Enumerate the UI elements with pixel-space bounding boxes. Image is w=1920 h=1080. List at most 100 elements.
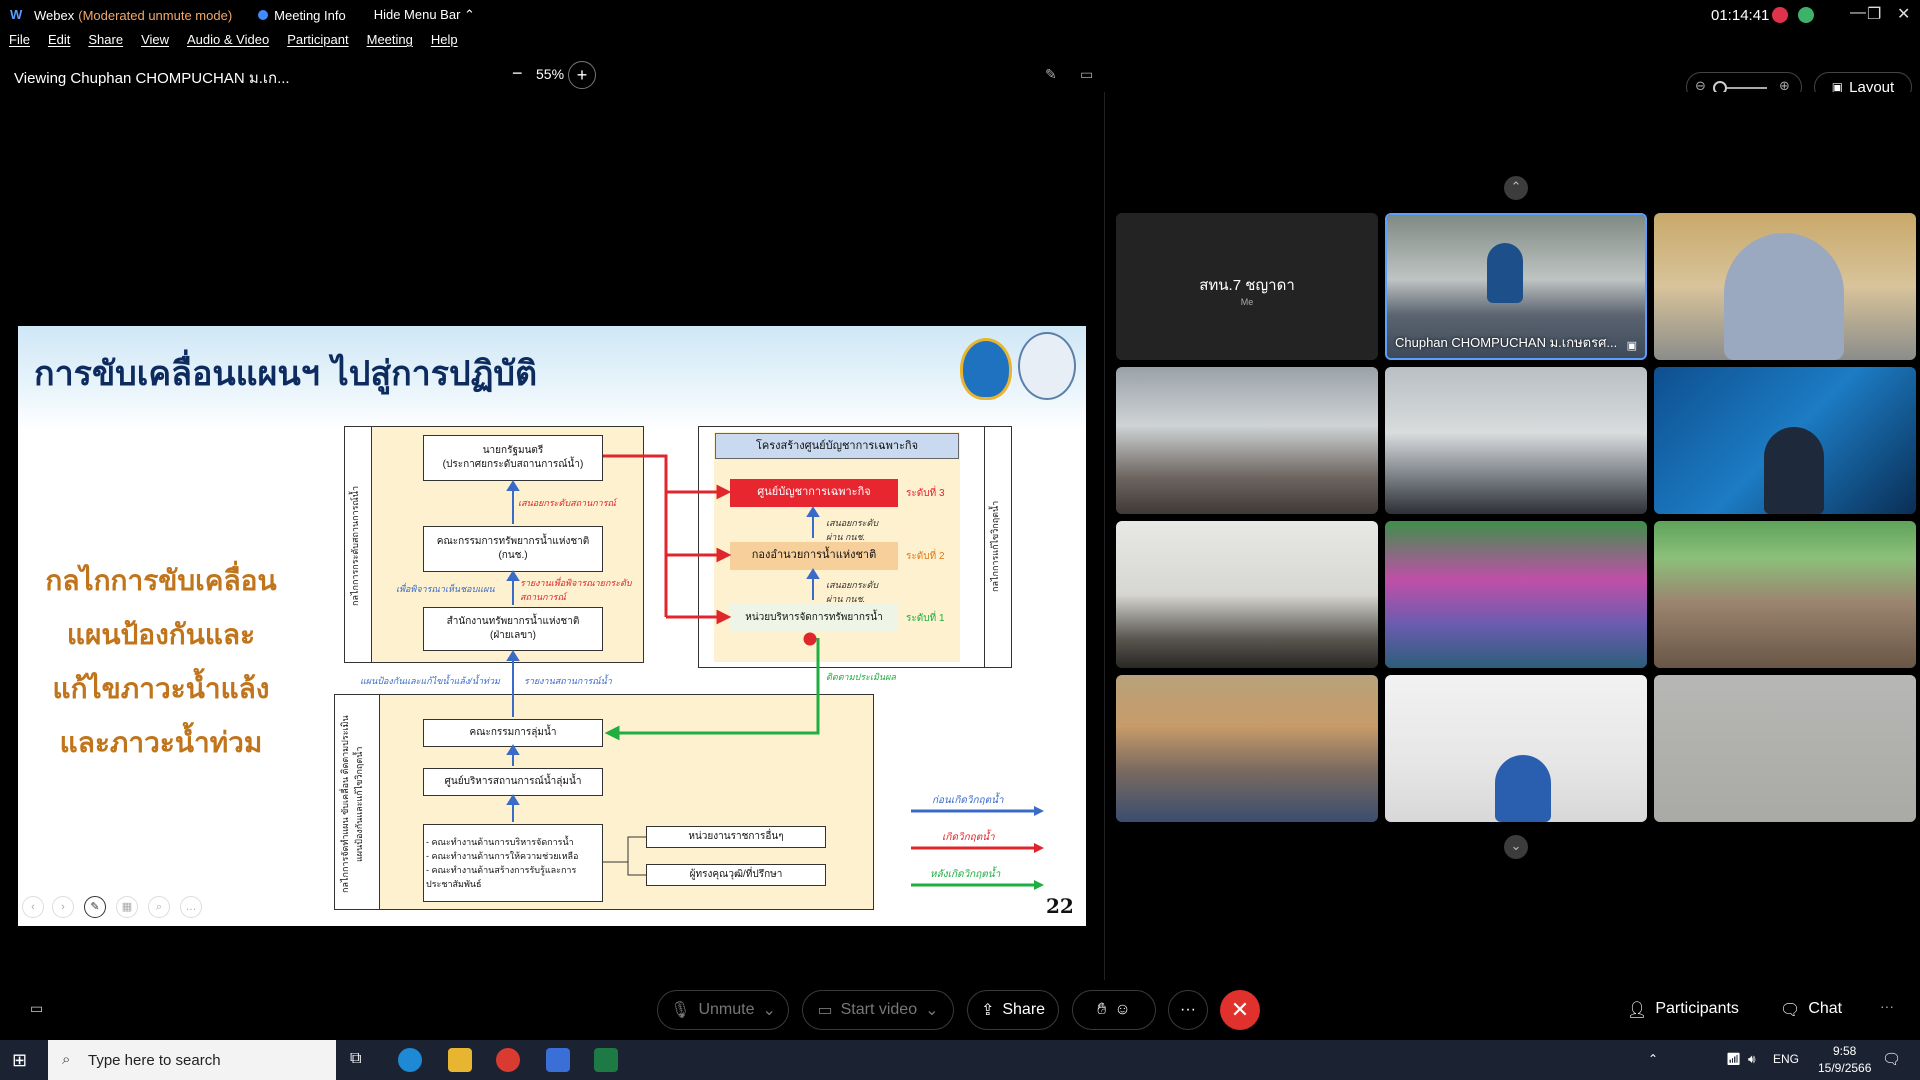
annotate-icon[interactable]: ✎ xyxy=(1045,66,1057,82)
meeting-info-button[interactable]: Meeting Info xyxy=(258,8,346,23)
participant-tile[interactable] xyxy=(1385,521,1647,668)
webex-taskbar-icon[interactable] xyxy=(546,1048,570,1072)
meeting-timer: 01:14:41 xyxy=(1711,7,1770,24)
level-1-label: ระดับที่ 1 xyxy=(906,613,945,624)
menu-meeting[interactable]: Meeting xyxy=(366,32,413,47)
captions-icon[interactable]: ▭ xyxy=(30,1000,44,1016)
menu-view[interactable]: View xyxy=(141,32,170,47)
layout-icon: ▣ xyxy=(1831,80,1844,94)
participant-tile[interactable] xyxy=(1654,367,1916,514)
taskbar-search-input[interactable]: ⌕ Type here to search xyxy=(48,1040,336,1080)
chevron-up-icon[interactable]: ⌃ xyxy=(1504,176,1528,200)
menu-file[interactable]: File xyxy=(9,32,30,47)
participant-tile[interactable] xyxy=(1654,675,1916,822)
menu-edit[interactable]: Edit xyxy=(47,32,71,47)
viewing-label: Viewing Chuphan CHOMPUCHAN ม.เก... xyxy=(14,70,290,87)
menu-audio-video[interactable]: Audio & Video xyxy=(187,32,270,47)
slider-track[interactable] xyxy=(1717,87,1767,89)
video-grid-pane: ⌃ สทน.7 ชญาดา Me Chuphan CHOMPUCHAN ม.เก… xyxy=(1106,92,1920,980)
app-title: Webex xyxy=(34,7,75,23)
chevron-down-icon[interactable]: ⌄ xyxy=(762,1002,776,1019)
participant-tile[interactable] xyxy=(1385,367,1647,514)
participant-tile[interactable] xyxy=(1116,675,1378,822)
zoom-level[interactable]: 55% xyxy=(536,66,565,82)
menu-participant[interactable]: Participant xyxy=(287,32,349,47)
windows-start-icon[interactable]: ⊞ xyxy=(12,1050,28,1070)
participant-tile[interactable] xyxy=(1116,367,1378,514)
slide-title: การขับเคลื่อนแผนฯ ไปสู่การปฏิบัติ xyxy=(34,354,538,394)
chevron-up-icon: ⌃ xyxy=(464,7,475,22)
water-unit-box: หน่วยบริหารจัดการทรัพยากรน้ำ xyxy=(730,604,898,632)
clock-time[interactable]: 9:58 xyxy=(1833,1044,1857,1058)
participant-tile[interactable] xyxy=(1654,521,1916,668)
share-indicator-icon: ▣ xyxy=(1626,340,1637,352)
active-speaker-tile[interactable]: Chuphan CHOMPUCHAN ม.เกษตรศ... ▣ xyxy=(1385,213,1647,360)
prev-slide-icon[interactable]: ‹ xyxy=(22,896,44,918)
network-icon[interactable]: 📶︎ xyxy=(1726,1052,1742,1066)
edge-icon[interactable] xyxy=(398,1048,422,1072)
volume-icon[interactable]: 🔊︎ xyxy=(1748,1052,1756,1066)
legend-during-crisis: เกิดวิกฤตน้ำ xyxy=(942,832,995,843)
share-button[interactable]: ⇪Share xyxy=(967,990,1059,1030)
camera-off-icon: ▭ xyxy=(817,1002,833,1019)
participant-tile[interactable] xyxy=(1116,521,1378,668)
legend-after-crisis: หลังเกิดวิกฤตน้ำ xyxy=(930,869,1001,880)
chrome-icon[interactable] xyxy=(496,1048,520,1072)
participant-tile[interactable] xyxy=(1654,213,1916,360)
university-seal-logo xyxy=(1018,332,1076,400)
zoom-in-button[interactable]: + xyxy=(568,61,596,89)
leave-meeting-button[interactable]: ✕ xyxy=(1220,990,1260,1030)
restore-icon[interactable]: ❐ xyxy=(1867,6,1882,23)
more-panels-icon[interactable]: ··· xyxy=(1880,998,1894,1014)
menu-help[interactable]: Help xyxy=(430,32,458,47)
recording-icon[interactable] xyxy=(1772,7,1788,23)
clock-date[interactable]: 15/9/2566 xyxy=(1818,1061,1872,1075)
participant-tile[interactable] xyxy=(1385,675,1647,822)
legend-lines xyxy=(911,806,1044,890)
tray-overflow-icon[interactable]: ⌃ xyxy=(1648,1052,1659,1066)
language-indicator[interactable]: ENG xyxy=(1773,1052,1800,1066)
slide-banner xyxy=(18,326,1086,430)
chat-button[interactable]: 🗨︎Chat xyxy=(1780,1000,1843,1019)
mic-muted-icon: 🎙︎ xyxy=(670,1002,691,1019)
raise-hand-button[interactable]: ✋︎☺ xyxy=(1072,990,1156,1030)
nwrc-box: คณะกรรมการทรัพยากรน้ำแห่งชาติ (กนช.) xyxy=(423,526,603,572)
video-feed xyxy=(1116,675,1378,822)
slides-icon[interactable]: ▦ xyxy=(116,896,138,918)
next-slide-icon[interactable]: › xyxy=(52,896,74,918)
chevron-down-icon[interactable]: ⌄ xyxy=(925,1002,939,1019)
minimize-icon[interactable]: — xyxy=(1850,4,1866,21)
network-status-icon[interactable] xyxy=(1798,7,1814,23)
task-view-icon[interactable]: ⧉ xyxy=(350,1050,362,1067)
raise-note-2: เสนอยกระดับ ผ่าน กนช. xyxy=(826,580,879,604)
zoom-out-button[interactable]: − xyxy=(512,63,523,83)
more-options-button[interactable]: ··· xyxy=(1168,990,1208,1030)
share-viewer-bar: Viewing Chuphan CHOMPUCHAN ม.เก... − 55%… xyxy=(0,60,1105,90)
presentation-slide: การขับเคลื่อนแผนฯ ไปสู่การปฏิบัติ กลไกกา… xyxy=(18,326,1086,926)
chevron-down-icon[interactable]: ⌄ xyxy=(1504,835,1528,859)
menu-bar: File Edit Share View Audio & Video Parti… xyxy=(0,32,458,54)
notifications-icon[interactable]: 🗨︎ xyxy=(1882,1051,1902,1068)
person-figure xyxy=(1764,427,1824,514)
video-feed xyxy=(1385,367,1647,514)
close-window-icon[interactable]: ✕ xyxy=(1897,6,1911,23)
hide-menu-bar-button[interactable]: Hide Menu Bar ⌃ xyxy=(373,7,475,22)
participants-button[interactable]: 👤︎Participants xyxy=(1627,1000,1739,1019)
unmute-button[interactable]: 🎙︎Unmute⌄ xyxy=(657,990,789,1030)
reactions-icon[interactable]: ☺ xyxy=(1114,1001,1131,1018)
self-video-tile[interactable]: สทน.7 ชญาดา Me xyxy=(1116,213,1378,360)
pen-icon[interactable]: ✎ xyxy=(84,896,106,918)
more-options-icon[interactable]: … xyxy=(180,896,202,918)
magnify-icon[interactable]: ⌕ xyxy=(148,896,170,918)
menu-share[interactable]: Share xyxy=(88,32,124,47)
basin-center-box: ศูนย์บริหารสถานการณ์น้ำลุ่มน้ำ xyxy=(423,768,603,796)
video-feed xyxy=(1116,367,1378,514)
excel-icon[interactable] xyxy=(594,1048,618,1072)
file-explorer-icon[interactable] xyxy=(448,1048,472,1072)
situation-side-strip xyxy=(344,426,372,663)
video-feed xyxy=(1385,521,1647,668)
other-agency-box: หน่วยงานราชการอื่นๆ xyxy=(646,826,826,848)
pop-out-icon[interactable]: ▭ xyxy=(1080,66,1094,82)
start-video-button[interactable]: ▭Start video⌄ xyxy=(802,990,954,1030)
slide-page-number: 22 xyxy=(1046,894,1074,918)
